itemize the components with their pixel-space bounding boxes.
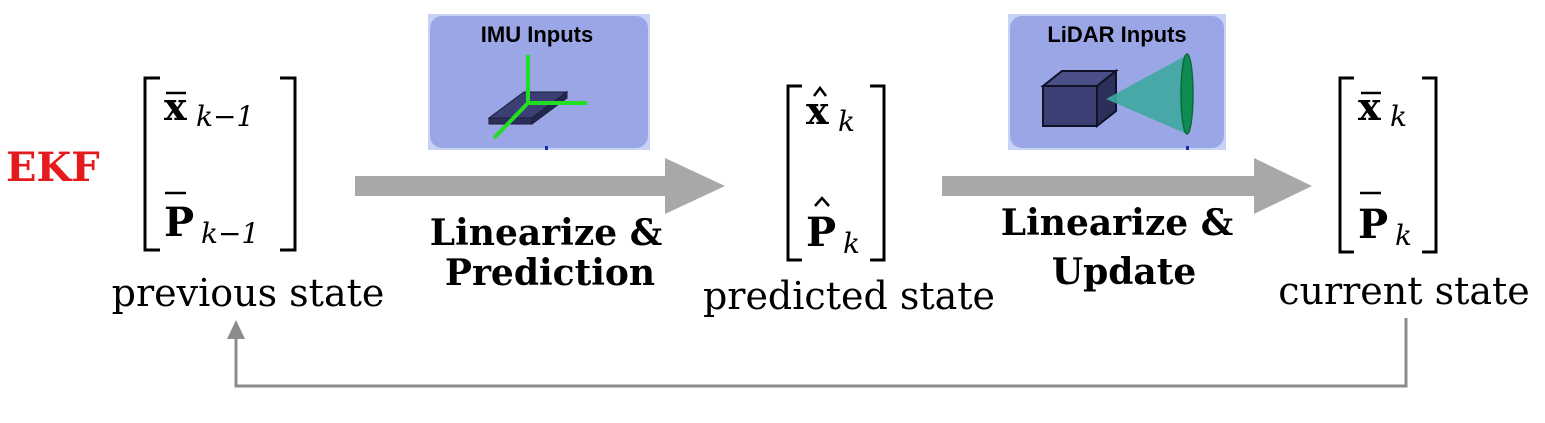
- right-bracket: [1422, 76, 1438, 254]
- predicted-state-label: predicted state: [703, 274, 995, 318]
- panel-tick-mark: [1186, 146, 1189, 150]
- update-step-line2: Update: [1052, 251, 1197, 293]
- feedback-loop-arrow: [227, 318, 1408, 388]
- state-p-subscript: k: [843, 227, 860, 260]
- current-state-vector: x k P k current state: [1278, 76, 1530, 313]
- predicted-state-vector: x k P k predicted state: [703, 84, 995, 318]
- panel-tick-mark: [545, 146, 548, 150]
- feedback-arrowhead: [227, 320, 245, 339]
- right-bracket: [280, 76, 297, 252]
- previous-state-vector: x k−1 P k−1 previous state: [112, 76, 385, 315]
- imu-sensor-icon: [487, 55, 587, 140]
- left-bracket: [1338, 76, 1354, 254]
- update-arrow: [942, 158, 1312, 214]
- state-x-subscript: k: [1390, 100, 1407, 133]
- update-step-line1: Linearize &: [1001, 202, 1233, 244]
- state-p-symbol: P: [1358, 201, 1388, 248]
- imu-input-panel: IMU Inputs: [428, 14, 650, 150]
- right-bracket: [870, 84, 886, 262]
- state-x-symbol: x: [164, 84, 187, 129]
- lidar-sensor-icon: [1040, 53, 1194, 135]
- previous-state-label: previous state: [112, 271, 385, 315]
- state-x-symbol: x: [1358, 84, 1381, 129]
- left-bracket: [786, 84, 802, 262]
- ekf-title: EKF: [6, 144, 100, 191]
- state-p-symbol: P: [806, 209, 836, 256]
- panel-background: [430, 16, 648, 148]
- p-hat-accent: [814, 196, 830, 207]
- state-x-subscript: k: [838, 105, 855, 138]
- state-x-subscript: k−1: [196, 100, 254, 133]
- prediction-step-line1: Linearize &: [430, 212, 662, 254]
- state-p-subscript: k−1: [201, 217, 259, 250]
- state-x-symbol: x: [806, 88, 829, 133]
- lidar-input-panel: LiDAR Inputs: [1008, 14, 1226, 150]
- prediction-step-line2: Prediction: [445, 252, 655, 294]
- current-state-label: current state: [1278, 269, 1530, 313]
- prediction-arrow: [355, 158, 725, 214]
- left-bracket: [143, 76, 160, 252]
- state-p-symbol: P: [164, 199, 194, 246]
- x-hat-accent: [813, 85, 827, 97]
- imu-inputs-label: IMU Inputs: [481, 22, 593, 47]
- state-p-subscript: k: [1395, 219, 1412, 252]
- lidar-inputs-label: LiDAR Inputs: [1047, 22, 1186, 47]
